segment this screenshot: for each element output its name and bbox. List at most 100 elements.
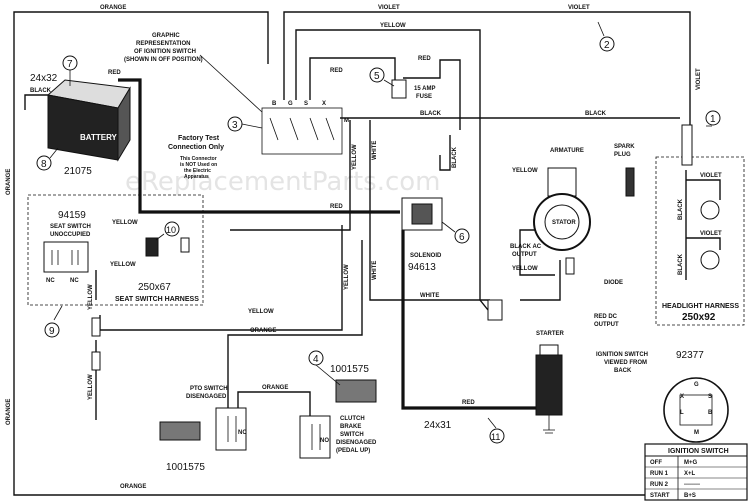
headlight-harness-label: HEADLIGHT HARNESS: [662, 303, 739, 310]
seat-switch-nc2: NC: [70, 278, 79, 284]
callout-2-num: 2: [604, 40, 610, 51]
armature-body: [547, 167, 577, 197]
callout-1: 1: [705, 110, 721, 127]
red-wire-fuse: [309, 57, 396, 100]
callout-7-circle: [62, 55, 78, 71]
stator-label: STATOR: [552, 220, 576, 226]
callout-10: 10: [155, 221, 180, 241]
wire-label-black-1: BLACK: [420, 111, 442, 117]
white-wire: [369, 120, 490, 301]
ign-view-circle: [663, 377, 729, 443]
yellow-wire-seat: [230, 120, 351, 231]
factory-test-line2: Connection Only: [168, 144, 224, 151]
spark-plug-line2: PLUG: [614, 152, 631, 158]
wire-label-orange-bottom: ORANGE: [120, 484, 146, 490]
ign-row-2-value: X+L: [684, 471, 696, 477]
callout-10-circle: [164, 221, 180, 237]
headlight-black-2: BLACK: [678, 253, 684, 275]
callout-9-num: 9: [49, 326, 55, 337]
battery-red-cable: [118, 78, 400, 214]
ignition-contacts: [269, 117, 335, 141]
factory-test-note4: Apparatus: [184, 174, 209, 180]
clutch-contacts: [311, 424, 321, 450]
ign-view-line3: BACK: [614, 368, 632, 374]
black-ac-line2: OUTPUT: [512, 252, 537, 258]
callout-9-leader: [53, 305, 63, 321]
ign-row-1-state: OFF: [650, 460, 662, 466]
wire-label-yellow-vert2: YELLOW: [88, 374, 94, 400]
callout-4: 4: [308, 350, 341, 386]
callout-9: 9: [44, 305, 63, 338]
seat-switch-plug: [145, 237, 159, 257]
wire-label-yellow-seat2: YELLOW: [110, 262, 136, 268]
callout-9-circle: [44, 322, 60, 338]
wire-label-yellow-vert1: YELLOW: [88, 284, 94, 310]
pto-contacts: [227, 416, 237, 442]
starter-ground: [543, 415, 555, 434]
starter-component: STARTER: [535, 331, 565, 434]
wire-label-yellow-harness: YELLOW: [248, 309, 274, 315]
callout-6: 6: [441, 221, 470, 244]
wire-label-yellow-seat: YELLOW: [112, 220, 138, 226]
seat-switch-contacts: [51, 250, 79, 265]
callout-10-num: 10: [166, 225, 176, 235]
black-ground-wire: [439, 135, 451, 171]
diode-body: [565, 257, 575, 275]
ign-table-frame: [644, 443, 748, 501]
callout-6-leader: [441, 221, 456, 233]
ignition-terminal-s: S: [304, 101, 308, 107]
factory-test-note2: is NOT Used on: [180, 162, 217, 168]
fuse-component: 15 AMP FUSE: [391, 79, 435, 100]
callout-1-circle: [705, 110, 721, 126]
ignition-graphic-leader: [199, 54, 263, 113]
solenoid-part: 94613: [408, 262, 436, 273]
armature-label: ARMATURE: [550, 148, 584, 154]
seat-harness-label: SEAT SWITCH HARNESS: [115, 296, 199, 303]
clutch-line4: DISENGAGED: [336, 440, 377, 446]
wire-label-violet-1: VIOLET: [378, 5, 400, 11]
callout-2-leader: [597, 21, 605, 37]
clutch-switch-box: [299, 415, 331, 459]
starter-top: [539, 344, 559, 356]
ign-pin-b: B: [708, 410, 713, 416]
ignition-terminal-x: X: [322, 101, 326, 107]
callout-8: 8: [36, 147, 59, 171]
wire-label-orange-clutch: ORANGE: [262, 385, 288, 391]
callout-1-num: 1: [710, 114, 716, 125]
black-ac-line1: BLACK AC: [510, 244, 542, 250]
callout-5: 5: [369, 67, 395, 87]
ignition-terminal-m: M: [344, 118, 349, 124]
cable-part: 24x31: [424, 420, 452, 431]
ignition-graphic-line1: GRAPHIC: [152, 33, 180, 39]
wire-label-white-3: WHITE: [372, 261, 378, 280]
ignition-graphic-box: [261, 107, 343, 155]
orange-wire-outer: [13, 11, 740, 496]
spark-plug-line1: SPARK: [614, 144, 635, 150]
callout-4-num: 4: [313, 354, 319, 365]
callout-8-leader: [49, 147, 59, 159]
wire-label-orange-pto: ORANGE: [250, 328, 276, 334]
ign-row-3-value: --------: [684, 482, 700, 488]
seat-switch-harness-box: [27, 194, 204, 306]
callout-4-circle: [308, 350, 324, 366]
callout-5-num: 5: [374, 71, 380, 82]
wire-label-orange-left1: ORANGE: [6, 169, 12, 195]
callout-7-num: 7: [67, 59, 73, 70]
ignition-graphic-line4: (SHOWN IN OFF POSITION): [124, 57, 203, 63]
callout-3-circle: [227, 116, 243, 132]
wire-label-black-ground: BLACK: [452, 146, 458, 168]
alternator-component: ARMATURE STATOR SPARK PLUG BLACK AC OUTP…: [487, 144, 635, 328]
violet-wire-top: [283, 11, 691, 125]
wire-label-yellow-top: YELLOW: [380, 23, 406, 29]
yellow-alternator-wire: [519, 229, 555, 276]
seat-switch-nc1: NC: [46, 278, 55, 284]
red-dc-line2: OUTPUT: [594, 322, 619, 328]
watermark: eReplacementParts.com: [125, 167, 441, 197]
wire-label-violet-2: VIOLET: [568, 5, 590, 11]
callout-10-leader: [155, 233, 165, 241]
ign-row-2-state: RUN 1: [650, 471, 669, 477]
ign-view-plate: [679, 394, 713, 426]
battery-part: 21075: [64, 166, 92, 177]
callout-11-num: 11: [491, 432, 500, 442]
